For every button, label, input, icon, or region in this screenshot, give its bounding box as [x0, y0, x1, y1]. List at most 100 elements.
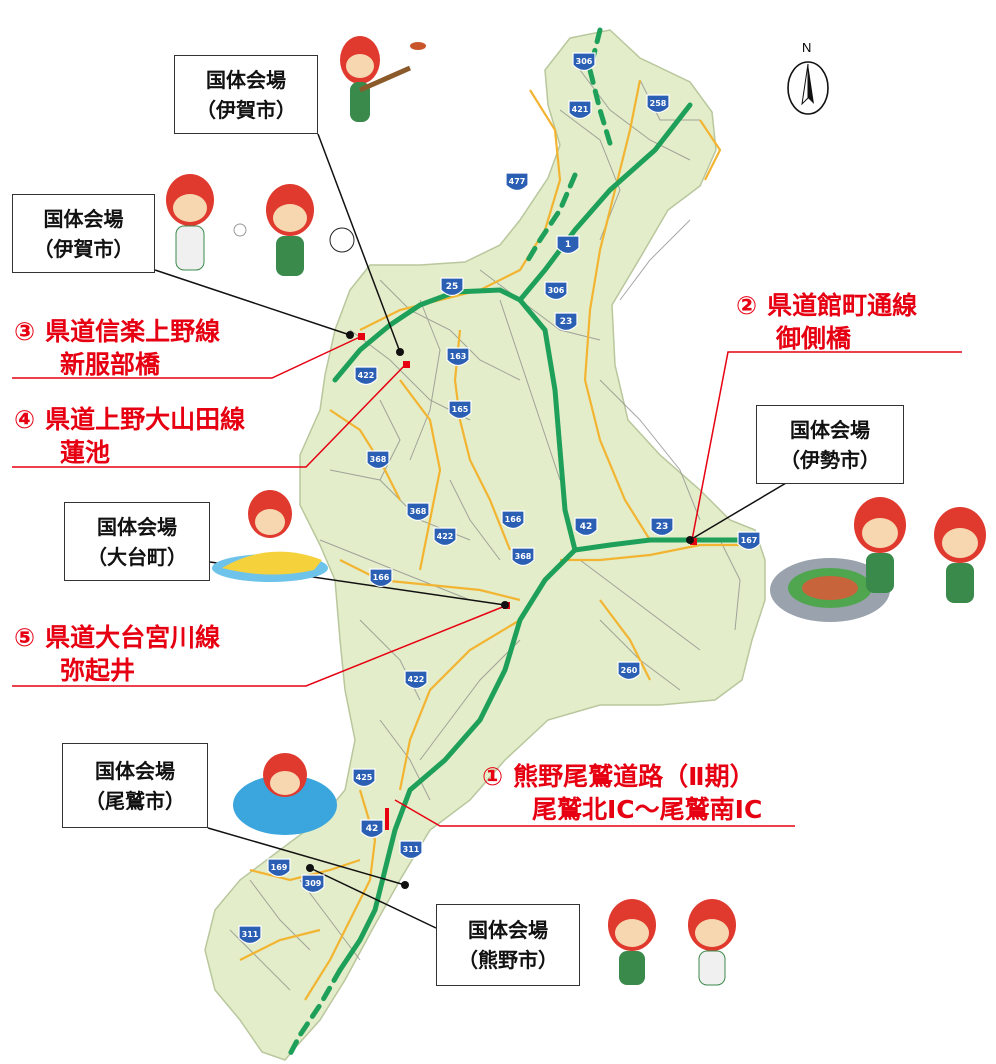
route-shield-label: 23 — [656, 522, 669, 532]
route-shield-42: 42 — [360, 819, 384, 839]
route-shield-label: 311 — [403, 845, 420, 854]
project-label-2: ② 県道館町通線 御側橋 — [736, 289, 917, 355]
route-shield-368: 368 — [366, 450, 390, 470]
route-shield-label: 169 — [271, 863, 288, 872]
route-shield-368: 368 — [406, 502, 430, 522]
project-name: 熊野尾鷲道路（Ⅱ期） — [513, 762, 755, 791]
route-shield-258: 258 — [646, 94, 670, 114]
route-shield-label: 165 — [452, 405, 469, 414]
route-shields: 306 421 258 477 1 25 306 23 163 422 165 368 368 422 16… — [238, 52, 761, 945]
project-leader-lines — [12, 335, 962, 827]
route-shield-167: 167 — [737, 531, 761, 551]
mascot-kumano-1 — [608, 899, 656, 985]
route-shield-label: 309 — [305, 879, 322, 888]
mascot-baseball — [166, 174, 247, 271]
project-number: ② — [736, 291, 758, 320]
route-shield-label: 368 — [370, 455, 387, 464]
route-shield-1: 1 — [556, 235, 580, 255]
mascot-shooting — [340, 36, 426, 122]
route-shield-25: 25 — [440, 277, 464, 297]
route-shield-label: 25 — [446, 282, 459, 292]
route-shield-425: 425 — [352, 768, 376, 788]
route-shield-label: 477 — [509, 177, 526, 186]
project-name: 県道上野大山田線 — [45, 405, 246, 434]
venue-title: 国体会場 — [790, 417, 870, 442]
project-number: ① — [482, 762, 504, 791]
venue-dots — [306, 331, 694, 889]
project-detail: 蓮池 — [60, 438, 111, 467]
route-shield-label: 42 — [366, 824, 379, 834]
venue-city: （伊賀市） — [33, 236, 134, 261]
project-number: ④ — [14, 405, 36, 434]
route-shield-label: 258 — [650, 99, 667, 108]
venue-box-odai: 国体会場 （大台町） — [64, 502, 210, 581]
route-shield-label: 422 — [408, 675, 425, 684]
route-shield-label: 421 — [572, 105, 589, 114]
route-shield-label: 167 — [741, 536, 758, 545]
project-1-marker — [385, 808, 389, 830]
venue-box-ise: 国体会場 （伊勢市） — [756, 405, 904, 484]
project-detail: 新服部橋 — [60, 350, 161, 379]
route-shield-421: 421 — [568, 100, 592, 120]
venue-city: （伊賀市） — [196, 97, 296, 122]
expressways — [332, 102, 743, 973]
route-shield-166: 166 — [369, 568, 393, 588]
project-detail: 弥起井 — [60, 656, 136, 685]
route-shield-label: 163 — [450, 352, 467, 361]
route-shield-306: 306 — [544, 281, 568, 301]
mascot-kumano-2 — [688, 899, 736, 986]
mascot-stadium-1 — [854, 497, 906, 593]
project-name: 県道館町通線 — [767, 291, 918, 320]
project-number: ⑤ — [14, 623, 36, 652]
route-shield-260: 260 — [617, 661, 641, 681]
route-shield-label: 166 — [505, 515, 522, 524]
project-number: ③ — [14, 317, 36, 346]
mascot-soccer — [266, 184, 355, 276]
venue-city: （伊勢市） — [780, 447, 880, 472]
route-shield-label: 166 — [373, 573, 390, 582]
venue-city: （熊野市） — [458, 948, 558, 972]
venue-title: 国体会場 — [468, 918, 548, 942]
project-label-4: ④ 県道上野大山田線 蓮池 — [14, 403, 245, 469]
venue-title: 国体会場 — [206, 67, 286, 92]
local-roads — [229, 69, 741, 991]
route-shield-165: 165 — [448, 400, 472, 420]
route-shield-label: 425 — [356, 773, 373, 782]
route-shield-label: 306 — [576, 57, 593, 66]
north-compass: N — [785, 40, 831, 118]
route-shield-label: 42 — [580, 522, 593, 532]
route-shield-306: 306 — [572, 52, 596, 72]
project-label-1: ① 熊野尾鷲道路（Ⅱ期） 尾鷲北IC〜尾鷲南IC — [482, 760, 762, 826]
project-label-5: ⑤ 県道大台宮川線 弥起井 — [14, 621, 220, 687]
route-shield-311: 311 — [238, 925, 262, 945]
project-3-marker — [358, 333, 365, 340]
planned-expressways — [285, 27, 615, 1061]
venue-title: 国体会場 — [43, 206, 124, 231]
north-label: N — [802, 40, 812, 55]
route-shield-477: 477 — [505, 172, 529, 192]
route-shield-42: 42 — [574, 517, 598, 537]
route-shield-368: 368 — [511, 547, 535, 567]
route-shield-label: 422 — [437, 532, 454, 541]
venue-box-iga-1: 国体会場 （伊賀市） — [174, 55, 318, 134]
venue-box-iga-2: 国体会場 （伊賀市） — [12, 194, 155, 273]
project-detail: 御側橋 — [776, 324, 852, 353]
route-shield-309: 309 — [301, 874, 325, 894]
national-roads — [239, 79, 745, 1001]
route-shield-422: 422 — [404, 670, 428, 690]
route-shield-label: 306 — [548, 286, 565, 295]
route-shield-label: 260 — [621, 666, 638, 675]
venue-title: 国体会場 — [97, 514, 177, 539]
mascot-canoe — [212, 490, 328, 582]
route-shield-label: 368 — [410, 507, 427, 516]
mascot-swimming — [233, 753, 337, 835]
mascot-stadium-2 — [934, 507, 986, 603]
project-detail: 尾鷲北IC〜尾鷲南IC — [532, 795, 763, 824]
route-shield-166: 166 — [501, 510, 525, 530]
route-shield-label: 311 — [242, 930, 259, 939]
venue-box-kumano: 国体会場 （熊野市） — [436, 904, 580, 986]
project-name: 県道大台宮川線 — [45, 623, 221, 652]
route-shield-label: 23 — [560, 317, 573, 327]
